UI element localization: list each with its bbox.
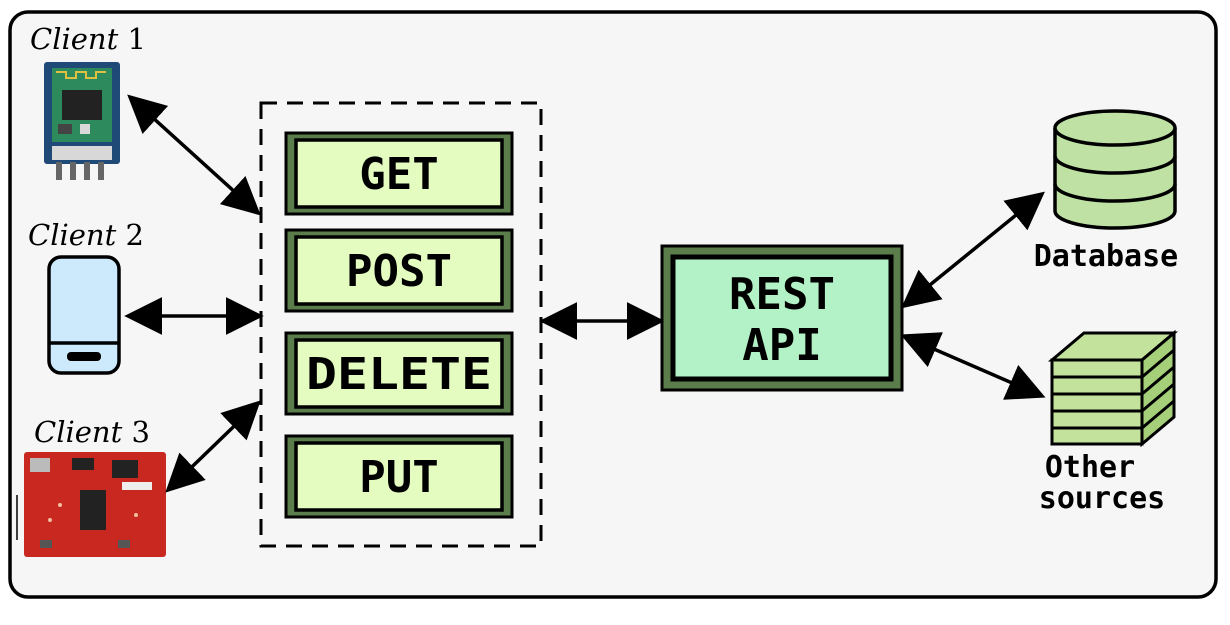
method-box-put: PUT [284, 434, 514, 519]
rest-api-label-line2: API [742, 320, 821, 371]
microcontroller-board-icon [16, 452, 166, 557]
smartphone-icon [47, 255, 121, 375]
rest-api-label-line1: REST [729, 269, 835, 320]
client-1-label: Client 1 [30, 22, 146, 56]
outer-frame [8, 10, 1218, 599]
arrow-api-database [901, 191, 1045, 309]
bluetooth-module-icon [44, 62, 120, 180]
method-label-delete: DELETE [306, 349, 492, 400]
method-label-get: GET [359, 149, 438, 200]
arrow-api-other-sources [900, 332, 1046, 400]
method-box-post: POST [284, 228, 514, 313]
client-3-label: Client 3 [34, 415, 150, 449]
method-label-post: POST [346, 246, 452, 297]
client-2-label: Client 2 [28, 218, 144, 252]
other-sources-label-line2: sources [1039, 481, 1165, 516]
database-label: Database [1034, 239, 1179, 274]
database-icon [1053, 109, 1177, 230]
method-label-put: PUT [359, 452, 438, 503]
rest-api-box: REST API [660, 244, 904, 392]
arrow-client3-methods [165, 400, 261, 493]
method-box-get: GET [284, 131, 514, 216]
method-box-delete: DELETE [284, 331, 514, 416]
arrow-client1-methods [127, 94, 261, 216]
other-sources-label-line1: Other [1045, 450, 1135, 485]
other-sources-stack-icon [1047, 329, 1179, 448]
